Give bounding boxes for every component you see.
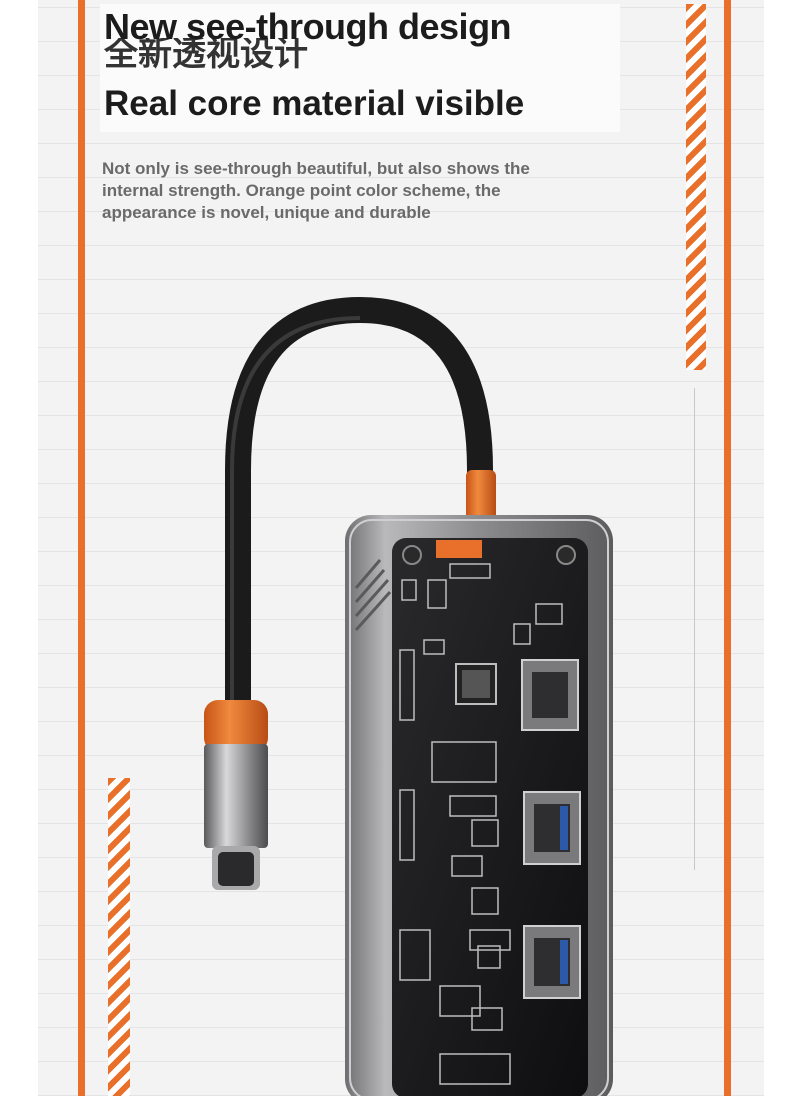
- right-orange-rule: [724, 0, 731, 1096]
- usb-c-plug: [204, 700, 268, 890]
- cable: [225, 296, 493, 725]
- bottom-left-hatch-stripe: [108, 778, 130, 1096]
- headline-panel: [100, 4, 620, 132]
- body-description: Not only is see-through beautiful, but a…: [102, 159, 530, 222]
- headline-title: New see-through design: [104, 6, 512, 47]
- hub-body: [345, 515, 613, 1096]
- hub-cable-sleeve: [466, 470, 496, 520]
- usb-a-port-2: [523, 925, 581, 999]
- hdmi-port: [521, 659, 579, 731]
- usb-a-port-1: [523, 791, 581, 865]
- screw-right: [556, 545, 576, 565]
- headline-overlay-text: 全新透视设计: [104, 35, 308, 73]
- top-right-hatch-stripe: [686, 4, 706, 370]
- screw-left: [402, 545, 422, 565]
- headline-subtitle: Real core material visible: [104, 84, 525, 123]
- left-orange-rule: [78, 0, 85, 1096]
- right-thin-line: [694, 388, 695, 870]
